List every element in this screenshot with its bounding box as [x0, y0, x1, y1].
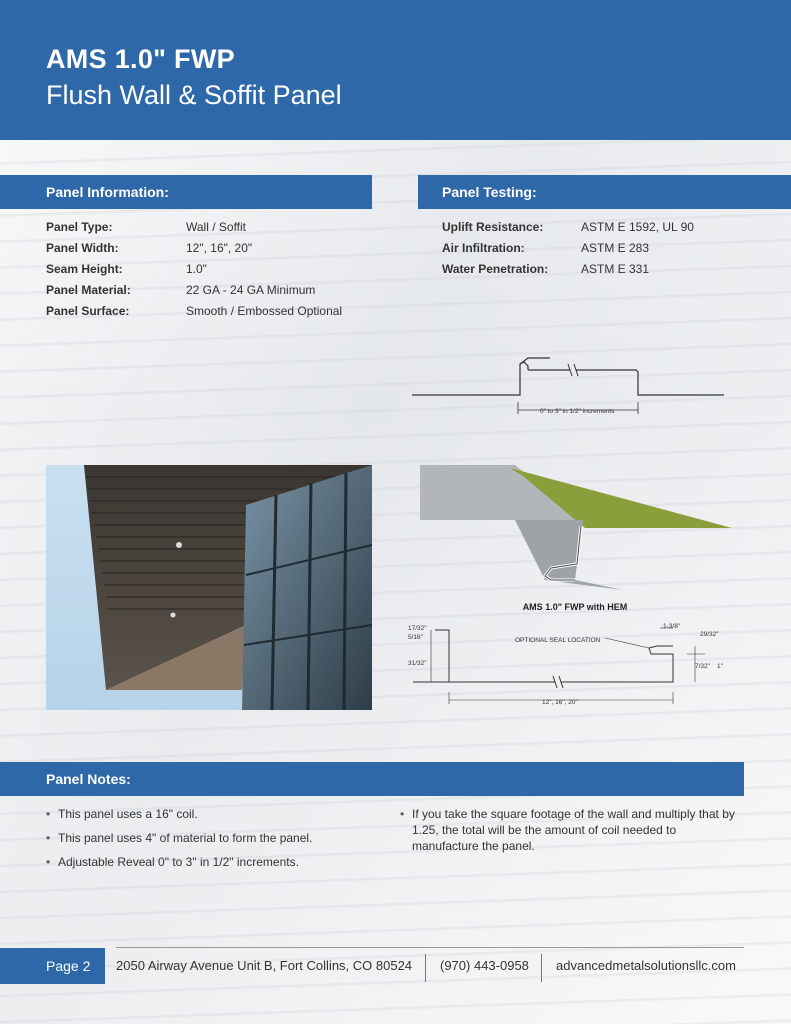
- panel-gray-return: [515, 520, 623, 590]
- dimension-line: [517, 402, 639, 414]
- info-value: ASTM E 283: [581, 241, 650, 255]
- info-label: Uplift Resistance:: [442, 220, 544, 234]
- info-value: Wall / Soffit: [186, 220, 247, 234]
- break-symbol: [567, 363, 579, 377]
- panel-testing-heading: Panel Testing:: [418, 175, 791, 209]
- dim-1-inch: 1": [717, 663, 724, 670]
- page-number: Page 2: [46, 958, 91, 974]
- footer-address: 2050 Airway Avenue Unit B, Fort Collins,…: [116, 958, 413, 973]
- info-value: ASTM E 331: [581, 262, 650, 276]
- panel-testing-table: Uplift Resistance: ASTM E 1592, UL 90 Ai…: [442, 220, 772, 283]
- note-item: If you take the square footage of the wa…: [400, 806, 740, 854]
- panel-green-face: [510, 468, 732, 528]
- panel-information-heading-text: Panel Information:: [46, 184, 169, 200]
- panel-gray-face: [420, 465, 583, 520]
- panel-notes-heading-text: Panel Notes:: [46, 771, 131, 787]
- info-row: Panel Material: 22 GA - 24 GA Minimum: [46, 283, 376, 304]
- dim-29-32: 29/32": [700, 631, 719, 638]
- footer-divider: [116, 947, 744, 948]
- profile-hook: [519, 361, 529, 370]
- info-label: Panel Type:: [46, 220, 113, 234]
- info-value: 22 GA - 24 GA Minimum: [186, 283, 316, 297]
- dim-5-16: 5/16": [408, 634, 424, 641]
- info-label: Panel Width:: [46, 241, 119, 255]
- page-subtitle: Flush Wall & Soffit Panel: [46, 80, 342, 110]
- panel-information-table: Panel Type: Wall / Soffit Panel Width: 1…: [46, 220, 376, 325]
- info-row: Uplift Resistance: ASTM E 1592, UL 90: [442, 220, 772, 241]
- panel-notes-left: This panel uses a 16" coil. This panel u…: [46, 806, 376, 878]
- info-label: Water Penetration:: [442, 262, 549, 276]
- info-row: Panel Surface: Smooth / Embossed Optiona…: [46, 304, 376, 325]
- page-title: AMS 1.0" FWP: [46, 44, 235, 74]
- hem-detail-diagram: AMS 1.0" FWP with HEM 17/32" 5/16" 31/32…: [408, 465, 732, 706]
- hem-caption: AMS 1.0" FWP with HEM: [523, 602, 628, 612]
- profile-right-edge: [576, 369, 724, 396]
- info-value: Smooth / Embossed Optional: [186, 304, 343, 318]
- info-label: Seam Height:: [46, 262, 123, 276]
- info-row: Panel Width: 12", 16", 20": [46, 241, 376, 262]
- info-row: Water Penetration: ASTM E 331: [442, 262, 772, 283]
- dimension-lines: [430, 627, 705, 704]
- info-label: Air Infiltration:: [442, 241, 525, 255]
- info-value: ASTM E 1592, UL 90: [581, 220, 694, 234]
- info-value: 12", 16", 20": [186, 241, 253, 255]
- dim-7-32: 7/32": [695, 663, 711, 670]
- panel-information-heading: Panel Information:: [0, 175, 372, 209]
- page-number-badge: Page 2: [0, 948, 105, 984]
- panel-profile-diagram: 0" to 3" in 1/2" increments: [412, 357, 724, 415]
- page-header: AMS 1.0" FWP Flush Wall & Soffit Panel: [0, 0, 791, 140]
- note-item: This panel uses 4" of material to form t…: [46, 830, 376, 846]
- dim-31-32: 31/32": [408, 660, 427, 667]
- info-row: Seam Height: 1.0": [46, 262, 376, 283]
- photo-illustration: [84, 465, 372, 710]
- footer-website-link[interactable]: advancedmetalsolutionsllc.com: [556, 958, 736, 973]
- profile-left-edge: [412, 357, 550, 396]
- info-row: Air Infiltration: ASTM E 283: [442, 241, 772, 262]
- panel-testing-heading-text: Panel Testing:: [442, 184, 537, 200]
- dim-width: 12", 16", 20": [542, 699, 579, 706]
- info-value: 1.0": [186, 262, 207, 276]
- seal-location-label: OPTIONAL SEAL LOCATION: [515, 637, 601, 644]
- dim-1-3-8: 1-3/8": [663, 623, 681, 630]
- footer-separator: [425, 954, 426, 982]
- note-item: Adjustable Reveal 0" to 3" in 1/2" incre…: [46, 854, 376, 870]
- profile-dimension-label: 0" to 3" in 1/2" increments: [540, 408, 615, 415]
- building-soffit-photo: [46, 465, 372, 710]
- break-symbol: [552, 675, 564, 689]
- info-row: Panel Type: Wall / Soffit: [46, 220, 376, 241]
- dim-17-32: 17/32": [408, 625, 427, 632]
- info-label: Panel Material:: [46, 283, 131, 297]
- info-label: Panel Surface:: [46, 304, 130, 318]
- panel-notes-right: If you take the square footage of the wa…: [400, 806, 740, 862]
- footer-phone[interactable]: (970) 443-0958: [440, 958, 529, 973]
- footer-separator: [541, 954, 542, 982]
- panel-notes-heading: Panel Notes:: [0, 762, 744, 796]
- note-item: This panel uses a 16" coil.: [46, 806, 376, 822]
